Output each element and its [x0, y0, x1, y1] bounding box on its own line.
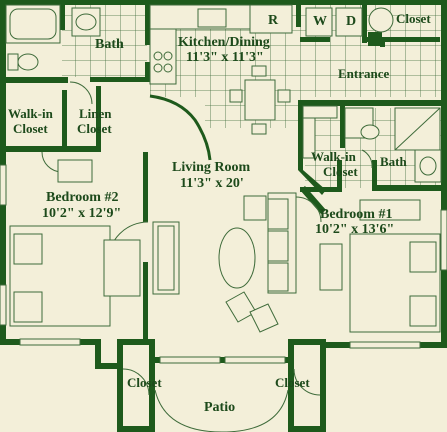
windows	[0, 164, 447, 364]
walkin-diagonal-wall-2	[300, 186, 326, 214]
range-label: R	[268, 13, 279, 28]
fixtures	[5, 4, 442, 333]
entrance-label: Entrance	[338, 66, 390, 81]
patio-label: Patio	[204, 400, 236, 415]
living-room-label: Living Room	[172, 160, 251, 175]
linen-line2: Closet	[77, 121, 112, 136]
kitchen-counter-curve	[149, 94, 212, 161]
linen-line1: Linen	[79, 106, 112, 121]
bath-right-label: Bath	[380, 154, 407, 169]
walkin-right-line2: Closet	[323, 164, 358, 179]
bedroom2-size: 10'2" x 12'9"	[42, 206, 122, 221]
bedroom2-label: Bedroom #2	[46, 190, 119, 205]
walkin-left-line2: Closet	[13, 121, 48, 136]
closet-top-label: Closet	[396, 11, 431, 26]
kitchen-label: Kitchen/Dining	[178, 35, 270, 50]
kitchen-size: 11'3" x 11'3"	[186, 50, 264, 65]
living-room-size: 11'3" x 20'	[180, 176, 244, 191]
bath-top-label: Bath	[95, 37, 124, 52]
dryer-label: D	[346, 14, 357, 29]
closet-right-label: Closet	[275, 375, 310, 390]
walkin-left-line1: Walk-in	[8, 106, 53, 121]
walkin-right-line1: Walk-in	[311, 149, 356, 164]
patio-edge	[154, 389, 289, 432]
washer-label: W	[313, 14, 327, 29]
bedroom1-label: Bedroom #1	[320, 207, 393, 222]
walkin-diagonal-wall	[298, 170, 326, 195]
bedroom1-size: 10'2" x 13'6"	[315, 222, 395, 237]
closet-left-label: Closet	[127, 375, 162, 390]
